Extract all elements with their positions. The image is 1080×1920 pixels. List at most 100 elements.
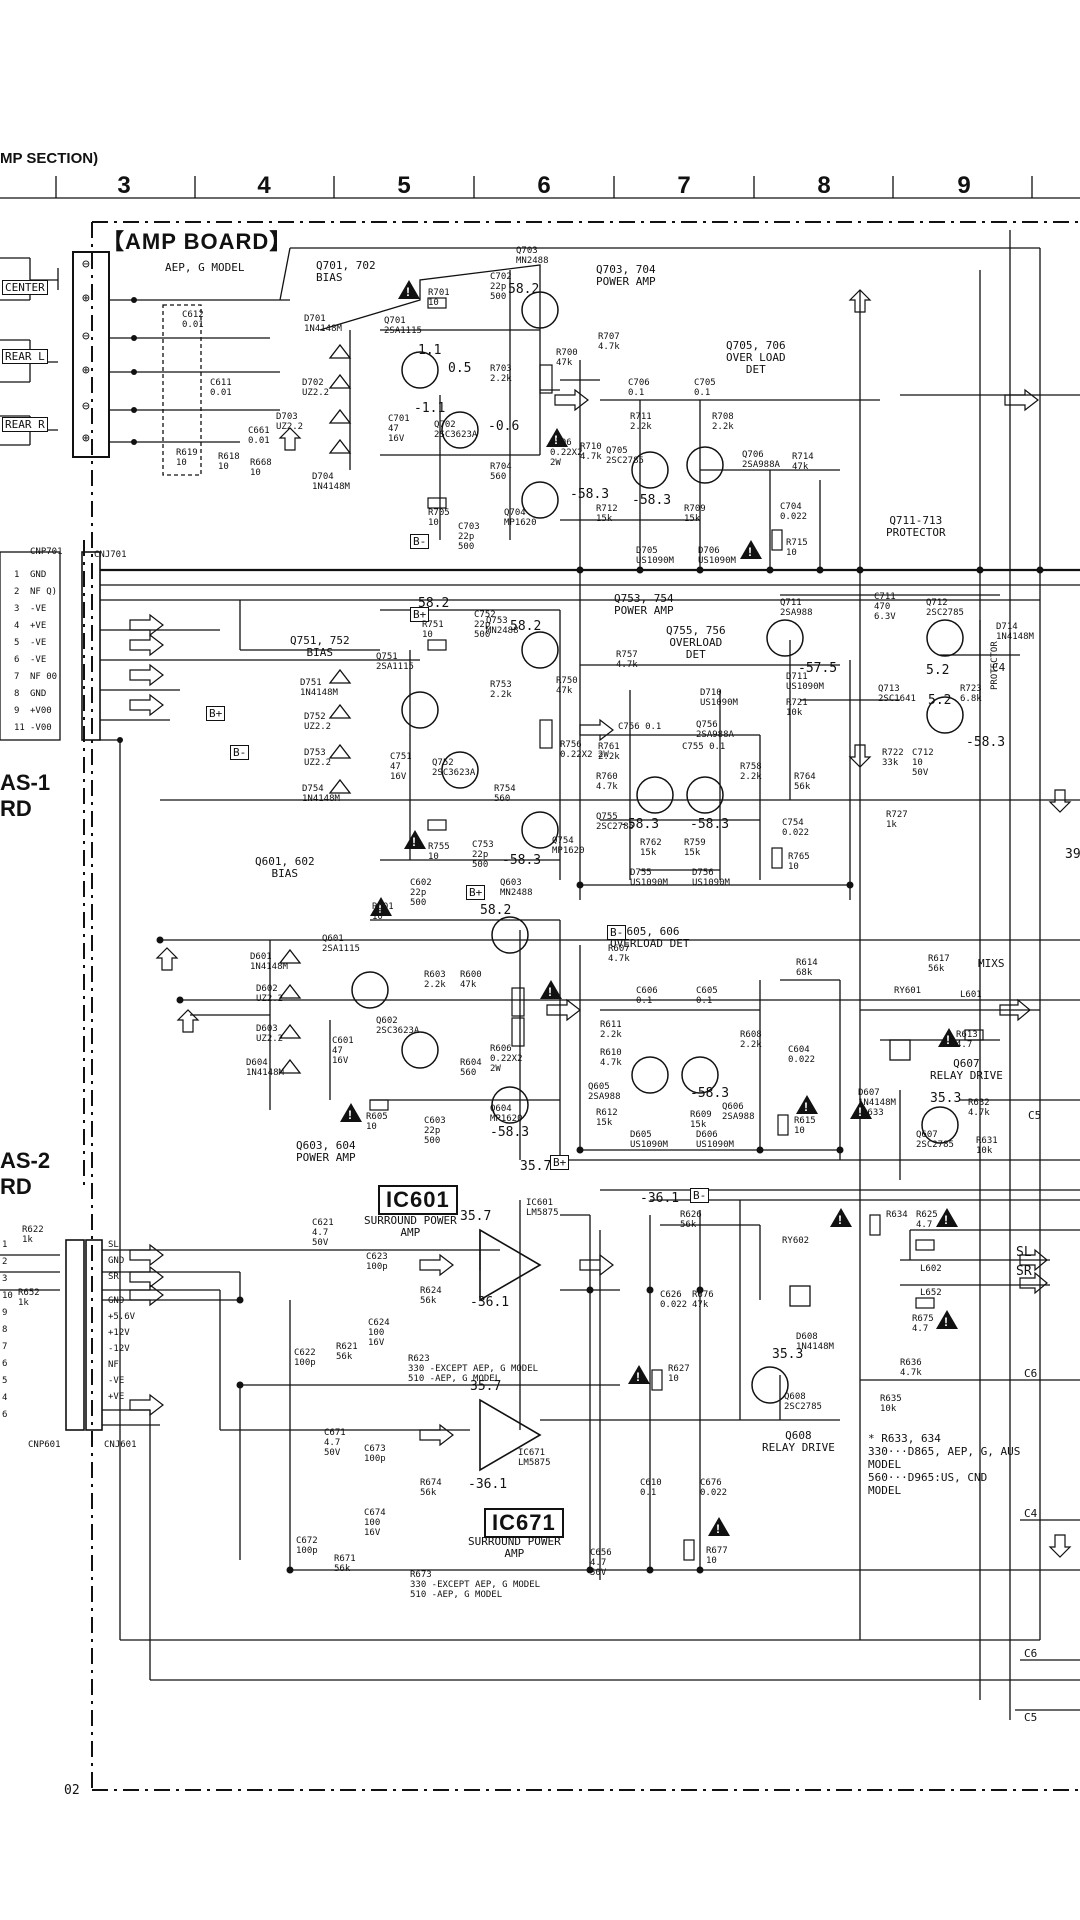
component-q602p: Q602 2SC3623A <box>376 1016 420 1036</box>
component-q701p: Q701 2SA1115 <box>384 316 422 336</box>
component-r703: R703 2.2k <box>490 364 512 384</box>
component-r614: R614 68k <box>796 958 818 978</box>
component-r707: R707 4.7k <box>598 332 620 352</box>
bplus-tag-2: B+ <box>206 706 226 721</box>
voltage-v14: 5.2 <box>928 693 952 708</box>
ic601-description: SURROUND POWER AMP <box>364 1214 457 1239</box>
q608-relay-label: Q608 RELAY DRIVE <box>762 1429 835 1454</box>
amp-board-title: 【AMP BOARD】 <box>102 229 293 254</box>
component-c673: C673 100p <box>364 1444 386 1464</box>
cnp601-label: CNP601 <box>28 1440 61 1450</box>
cnp601-pin-number: 7 <box>2 1342 8 1352</box>
terminal-plus-1: ⊕ <box>82 291 90 306</box>
component-q755p: Q755 2SC2785 <box>596 812 634 832</box>
component-r636: R636 4.7k <box>900 1358 922 1378</box>
component-q603p: Q603 MN2488 <box>500 878 533 898</box>
voltage-v23: 35.3 <box>772 1347 804 1362</box>
component-r764: R764 56k <box>794 772 816 792</box>
component-l601: L601 <box>960 990 982 1000</box>
column-8: 8 <box>817 172 831 199</box>
component-r615: R615 10 <box>794 1116 816 1136</box>
as1-line2: RD <box>0 796 32 821</box>
cnp701-pin-signal: NF Q) <box>30 587 58 597</box>
cnp601-pin-number: 9 <box>2 1308 8 1318</box>
component-q604p: Q604 MP1620 <box>490 1104 523 1124</box>
component-r757: R757 4.7k <box>616 650 638 670</box>
component-d705: D705 US1090M <box>636 546 674 566</box>
component-r635: R635 10k <box>880 1394 902 1414</box>
cnp701-pin-number: 8 <box>14 689 20 699</box>
component-r714: R714 47k <box>792 452 814 472</box>
component-q605p: Q605 2SA988 <box>588 1082 621 1102</box>
warning-icon <box>796 1095 818 1114</box>
cnj601-signal: NF <box>108 1360 119 1370</box>
voltage-v16: 35.7 <box>460 1209 492 1224</box>
component-d751: D751 1N4148M <box>300 678 338 698</box>
warning-icon <box>936 1208 958 1227</box>
cnj601-label: CNJ601 <box>104 1440 137 1450</box>
component-c676: C676 0.022 <box>700 1478 728 1498</box>
component-r621: R621 56k <box>336 1342 358 1362</box>
cnp601-pin-number: 1 <box>2 1240 8 1250</box>
cnp701-pin-number: 9 <box>14 706 20 716</box>
warning-icon <box>850 1100 872 1119</box>
warning-icon <box>404 830 426 849</box>
component-c624: C624 100 16V <box>368 1318 390 1348</box>
output-sr: SR <box>1016 1264 1032 1279</box>
q751-bias-label: Q751, 752 BIAS <box>290 634 350 659</box>
component-d606: D606 US1090M <box>696 1130 734 1150</box>
component-c702: C702 22p 500 <box>490 272 512 302</box>
component-r700: R700 47k <box>556 348 578 368</box>
ic601-title: IC601 <box>378 1185 458 1215</box>
component-r613: R613 4.7 <box>956 1030 978 1050</box>
component-r618: R618 10 <box>218 452 240 472</box>
component-q706p: Q706 2SA988A <box>742 450 780 470</box>
component-c701: C701 47 16V <box>388 414 410 444</box>
cnp701-label: CNP701 <box>30 547 63 557</box>
output-c6b: C6 <box>1024 1647 1038 1660</box>
component-d756: D756 US1090M <box>692 868 730 888</box>
warning-icon <box>340 1103 362 1122</box>
voltage-v24: 58.2 <box>480 903 512 918</box>
component-r601: R601 10 <box>372 902 394 922</box>
cnj701-label: CNJ701 <box>94 550 127 560</box>
component-r608: R608 2.2k <box>740 1030 762 1050</box>
cnp701-pin-number: 1 <box>14 570 20 580</box>
component-c606: C606 0.1 <box>636 986 658 1006</box>
r622-label: R622 1k <box>22 1225 44 1245</box>
component-r631: R631 10k <box>976 1136 998 1156</box>
warning-icon <box>370 897 392 916</box>
column-7: 7 <box>677 172 691 199</box>
component-c755: C755 0.1 <box>682 742 726 752</box>
q753-power-amp-label: Q753, 754 POWER AMP <box>614 592 674 617</box>
component-d601: D601 1N4148M <box>250 952 288 972</box>
component-c705: C705 0.1 <box>694 378 716 398</box>
component-c604: C604 0.022 <box>788 1045 816 1065</box>
q607-relay-label: Q607 RELAY DRIVE <box>930 1057 1003 1082</box>
component-r754: R754 560 <box>494 784 516 804</box>
output-c5b: C5 <box>1024 1711 1038 1724</box>
component-d602: D602 UZ2.2 <box>256 984 284 1004</box>
component-d703: D703 UZ2.2 <box>276 412 304 432</box>
component-r605: R605 10 <box>366 1112 388 1132</box>
component-r709: R709 15k <box>684 504 706 524</box>
q711-protector-label: Q711-713 PROTECTOR <box>886 514 946 539</box>
column-6: 6 <box>537 172 551 199</box>
component-r668: R668 10 <box>250 458 272 478</box>
voltage-v15: -58.3 <box>966 735 1006 750</box>
component-q751p: Q751 2SA1115 <box>376 652 414 672</box>
component-r765: R765 10 <box>788 852 810 872</box>
component-r623: R623 330 -EXCEPT AEP, G MODEL 510 -AEP, … <box>408 1354 539 1384</box>
cnj601-signal: GND <box>108 1296 125 1306</box>
bplus-tag-1: B+ <box>410 607 430 622</box>
as2-line2: RD <box>0 1174 32 1199</box>
component-r756: R756 0.22X2 2W <box>560 740 609 760</box>
component-r607: R607 4.7k <box>608 944 630 964</box>
component-r750: R750 47k <box>556 676 578 696</box>
cnp601-pin-number: 6 <box>2 1410 8 1420</box>
component-d603: D603 UZ2.2 <box>256 1024 284 1044</box>
component-r761: R761 2.2k <box>598 742 620 762</box>
component-r751: R751 10 <box>422 620 444 640</box>
component-c756: C756 0.1 <box>618 722 662 732</box>
